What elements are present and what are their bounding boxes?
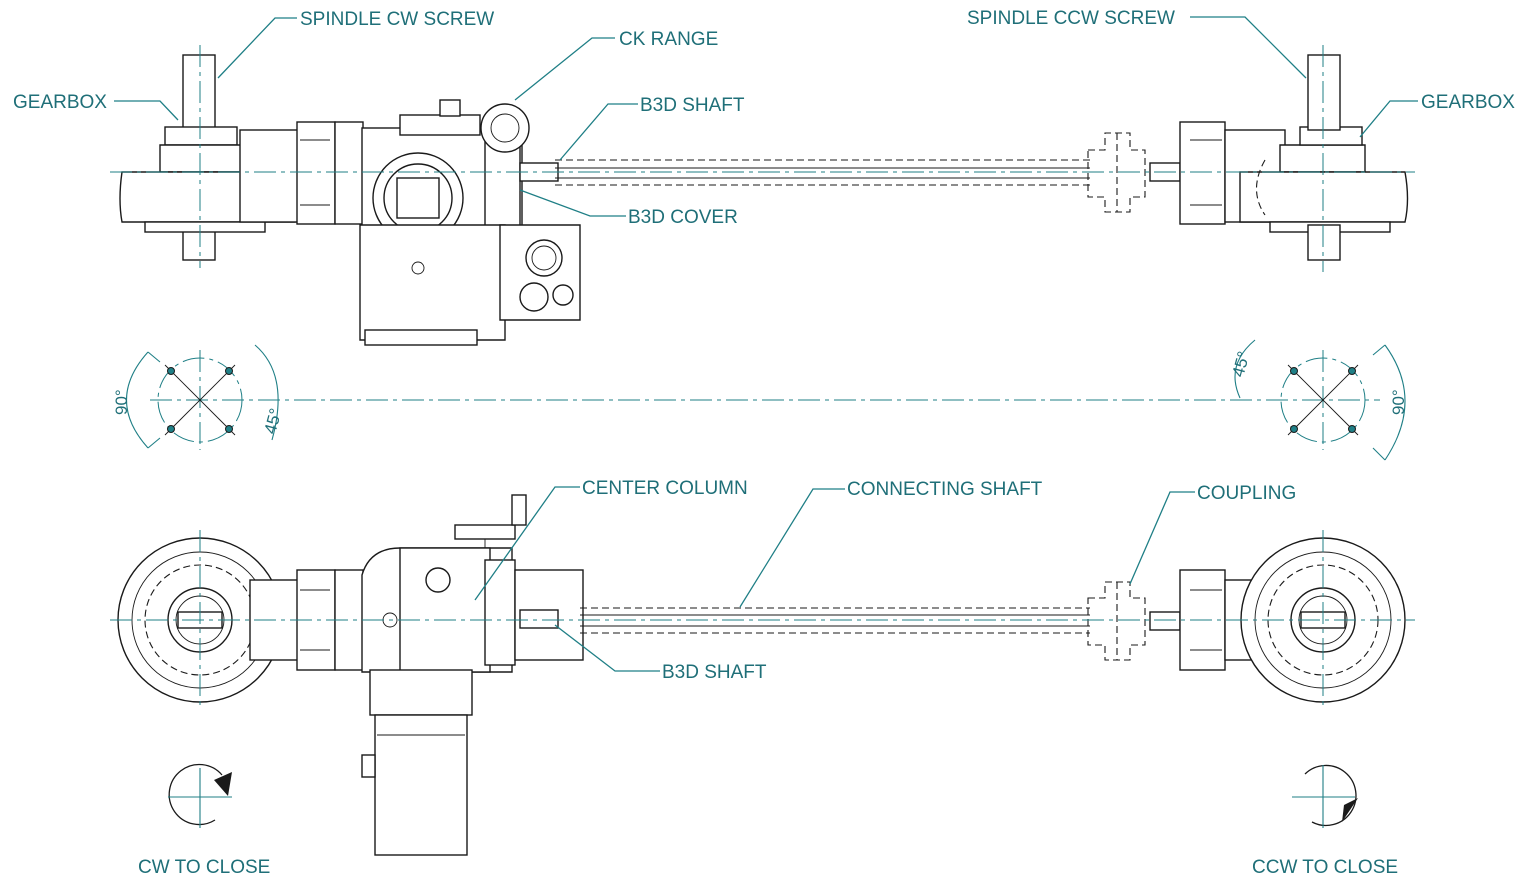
dim-left-90: 90° <box>112 389 131 415</box>
top-view <box>110 45 1415 346</box>
label-b3d-shaft-bottom: B3D SHAFT <box>662 662 767 683</box>
right-bolt-pattern <box>1234 339 1406 461</box>
label-connecting-shaft: CONNECTING SHAFT <box>847 479 1043 500</box>
label-spindle-cw-screw: SPINDLE CW SCREW <box>300 9 494 30</box>
dim-right-90: 90° <box>1389 389 1408 415</box>
actuator-body-top <box>359 99 581 346</box>
ccw-rotation-icon <box>1292 764 1358 828</box>
left-bolt-pattern <box>126 344 279 450</box>
label-gearbox-right: GEARBOX <box>1421 92 1515 113</box>
actuator-body-front <box>361 494 584 856</box>
connecting-shaft-top <box>555 159 1090 186</box>
coupling-top <box>1087 132 1146 213</box>
label-center-column: CENTER COLUMN <box>582 478 748 499</box>
leader-lines <box>114 16 1418 672</box>
dim-left-45: 45° <box>261 406 286 436</box>
label-spindle-ccw-screw: SPINDLE CCW SCREW <box>967 8 1175 29</box>
bottom-view <box>110 494 1415 856</box>
label-coupling: COUPLING <box>1197 483 1296 504</box>
label-ccw-to-close: CCW TO CLOSE <box>1252 857 1398 878</box>
label-b3d-cover: B3D COVER <box>628 207 738 228</box>
connecting-shaft-front <box>580 607 1090 634</box>
label-ck-range: CK RANGE <box>619 29 718 50</box>
label-cw-to-close: CW TO CLOSE <box>138 857 270 878</box>
left-gearbox-top <box>119 54 364 261</box>
cw-rotation-icon <box>168 763 232 828</box>
coupling-front <box>1087 581 1146 661</box>
label-b3d-shaft-top: B3D SHAFT <box>640 95 745 116</box>
label-gearbox-left: GEARBOX <box>13 92 107 113</box>
right-gearbox-top <box>1149 54 1409 261</box>
bolt-pattern-row <box>126 339 1406 461</box>
dim-right-45: 45° <box>1229 349 1254 379</box>
